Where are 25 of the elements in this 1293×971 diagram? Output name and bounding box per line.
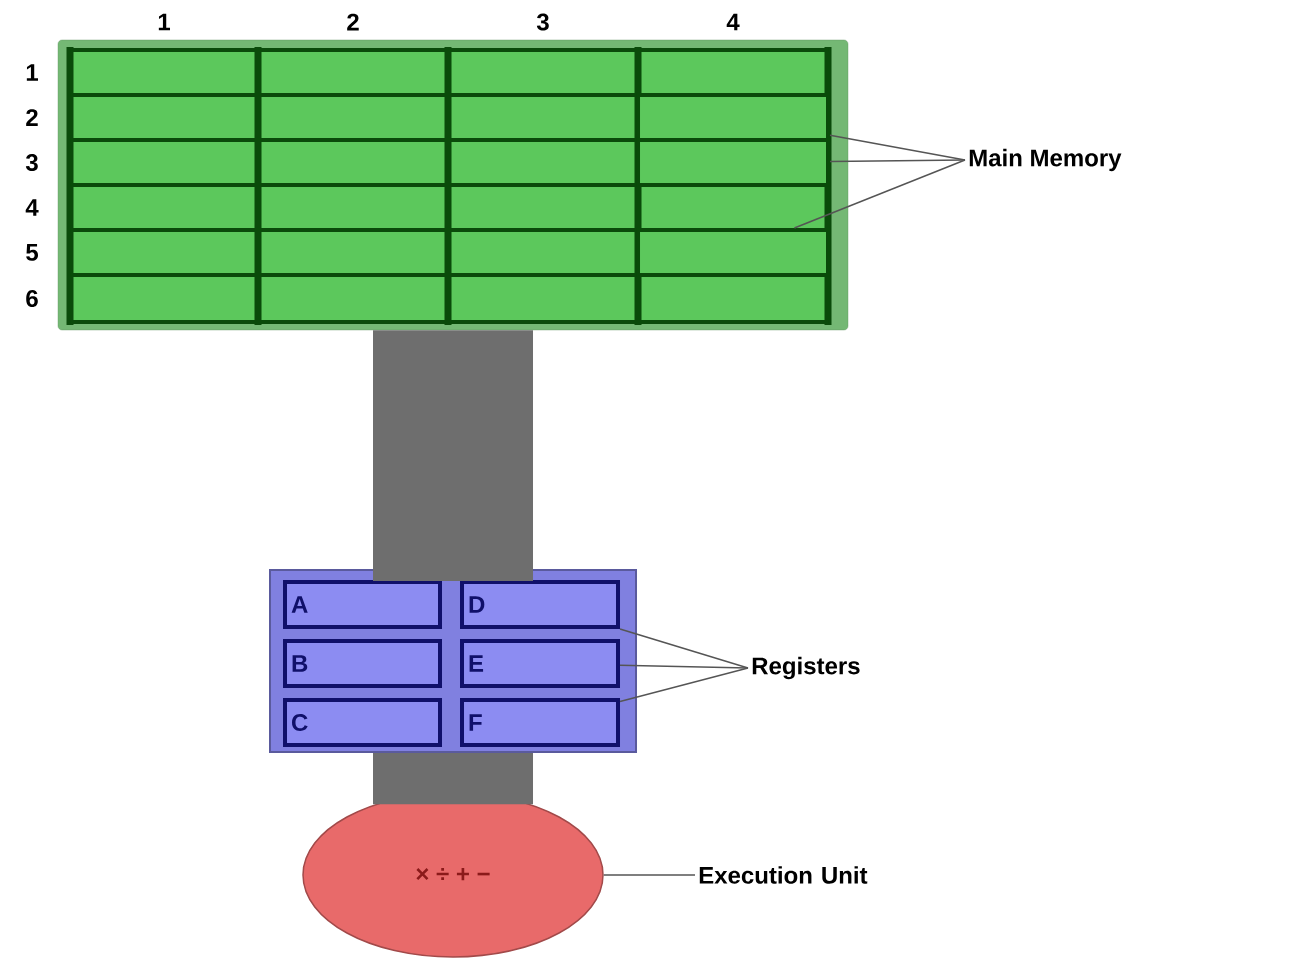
callout-label: Registers — [752, 656, 860, 680]
axis-number: 2 — [26, 109, 38, 126]
axis-number: 6 — [26, 290, 38, 307]
axis-number: 1 — [158, 13, 170, 31]
register-box: F — [460, 698, 620, 747]
register-box: E — [460, 639, 620, 688]
axis-number: 4 — [25, 199, 39, 216]
leader-line — [829, 159, 966, 163]
register-box: D — [460, 580, 620, 629]
register-box: B — [283, 639, 442, 688]
axis-number: 4 — [726, 13, 740, 31]
callout-label: Main Memory — [969, 148, 1122, 172]
leader-line — [619, 664, 749, 669]
callout-label: Execution Unit — [699, 866, 868, 884]
bus-band — [373, 330, 533, 581]
axis-number: 5 — [26, 244, 38, 261]
axis-number: 3 — [536, 13, 549, 31]
leader-line — [793, 159, 966, 229]
register-box: C — [283, 698, 442, 747]
bus-band — [373, 753, 533, 805]
axis-number: 2 — [347, 13, 359, 31]
leader-line — [603, 874, 696, 876]
register-box: A — [283, 580, 442, 629]
axis-number: 1 — [26, 64, 38, 81]
axis-number: 3 — [25, 154, 38, 171]
